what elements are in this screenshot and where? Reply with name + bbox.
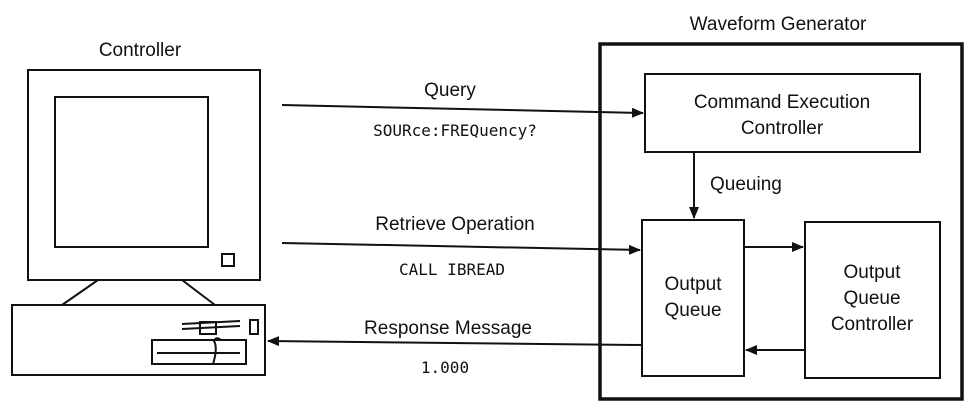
output-queue-block [641, 219, 745, 377]
response-label: Response Message [364, 318, 532, 339]
queue-controller-line-3: Controller [831, 314, 914, 335]
command-block-line-2: Controller [741, 118, 824, 139]
monitor-stand [61, 279, 216, 306]
queuing-label: Queuing [710, 174, 782, 195]
command-execution-block [644, 73, 921, 153]
queue-controller-line-1: Output [843, 262, 901, 283]
retrieve-arrow [281, 242, 641, 255]
indicator-light [249, 319, 259, 335]
floppy-drive [151, 339, 247, 365]
waveform-generator: Waveform Generator Command Execution Con… [598, 14, 964, 401]
monitor-screen [54, 96, 209, 248]
output-queue-line-2: Queue [664, 300, 721, 321]
response-arrow [267, 336, 642, 347]
query-arrow [281, 104, 644, 118]
retrieve-command: CALL IBREAD [399, 260, 505, 279]
eject-button-icon [199, 321, 217, 335]
query-command-text: SOURce:FREQuency? [373, 121, 537, 140]
controller-title: Controller [99, 40, 182, 61]
power-button-icon [221, 253, 235, 267]
queue-controller-line-2: Queue [843, 288, 900, 309]
generator-outline [598, 42, 964, 401]
generator-title: Waveform Generator [690, 14, 867, 35]
output-queue-line-1: Output [664, 274, 722, 295]
monitor-case [27, 69, 261, 281]
drive-latch-icon [212, 337, 222, 365]
retrieve-label: Retrieve Operation [375, 214, 534, 235]
command-block-line-1: Command Execution [694, 92, 870, 113]
query-label: Query [424, 80, 476, 101]
queue-controller-block [804, 221, 941, 379]
response-value: 1.000 [421, 358, 469, 377]
controller-computer: Controller [11, 40, 266, 376]
system-unit [11, 304, 266, 376]
message-flows: Query SOURce:FREQuency? SOURce:FREQuency… [267, 80, 644, 377]
